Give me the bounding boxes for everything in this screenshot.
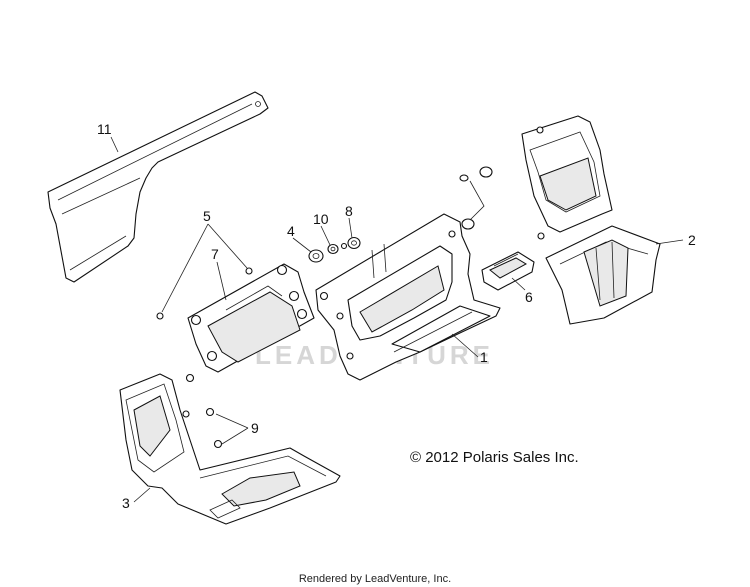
leader-lines: [110, 136, 684, 503]
part-1-storage-tub[interactable]: [315, 213, 501, 381]
part-4-grommet[interactable]: [308, 249, 324, 263]
callout-6: 6: [525, 289, 533, 305]
part-5-screws[interactable]: [156, 267, 253, 320]
callout-1: 1: [480, 349, 488, 365]
callout-8: 8: [345, 203, 353, 219]
part-3-floor-pan[interactable]: [119, 373, 341, 525]
part-10-washer[interactable]: [327, 243, 339, 255]
callout-11: 11: [97, 121, 112, 137]
upper-hardware[interactable]: [459, 166, 493, 230]
part-11-side-panel[interactable]: [47, 91, 269, 283]
callout-9: 9: [251, 420, 259, 436]
callout-2: 2: [688, 232, 696, 248]
callout-3: 3: [122, 495, 130, 511]
callout-4: 4: [287, 223, 295, 239]
copyright-text: © 2012 Polaris Sales Inc.: [410, 449, 579, 466]
callout-7: 7: [211, 246, 219, 262]
callout-10: 10: [313, 211, 329, 227]
part-6-tray[interactable]: [481, 251, 535, 291]
part-7-plate[interactable]: [187, 263, 315, 373]
part-8-grommet[interactable]: [340, 236, 361, 250]
callout-5: 5: [203, 208, 211, 224]
part-2-storage-box[interactable]: [521, 115, 661, 325]
footer-text: Rendered by LeadVenture, Inc.: [299, 573, 451, 585]
